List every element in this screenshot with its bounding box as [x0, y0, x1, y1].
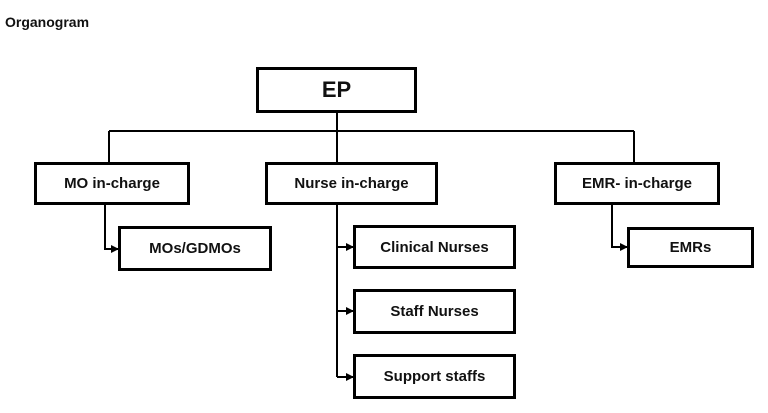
arrow-emr-to-emrs [611, 205, 628, 251]
node-mo-in-charge: MO in-charge [34, 162, 190, 205]
node-emrs: EMRs [627, 227, 754, 268]
node-clinical-nurses: Clinical Nurses [353, 225, 516, 269]
node-nurse-in-charge: Nurse in-charge [265, 162, 438, 205]
arrow-mo-to-mos [104, 205, 119, 253]
node-mos-gdmos: MOs/GDMOs [118, 226, 272, 271]
page-title: Organogram [5, 14, 90, 30]
node-support-staffs: Support staffs [353, 354, 516, 399]
node-emr-in-charge: EMR- in-charge [554, 162, 720, 205]
node-ep: EP [256, 67, 417, 113]
node-staff-nurses: Staff Nurses [353, 289, 516, 334]
